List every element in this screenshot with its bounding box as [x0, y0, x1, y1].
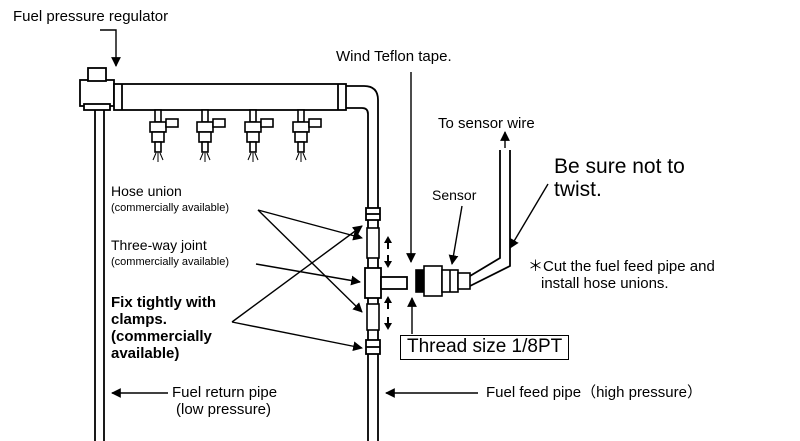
three-way-joint: [364, 267, 408, 299]
sensor-body: [415, 265, 471, 297]
label-sensor: Sensor: [432, 187, 477, 203]
label-clamps-line1: Fix tightly with: [111, 294, 216, 311]
label-twist-line2: twist.: [554, 178, 602, 201]
label-regulator: Fuel pressure regulator: [13, 8, 169, 25]
fuel-injector: [196, 109, 226, 162]
label-twist-line1: Be sure not to: [554, 155, 685, 178]
label-return-line1: Fuel return pipe: [172, 384, 278, 401]
hose-union-lower: [365, 339, 381, 355]
fuel-injector: [292, 109, 322, 162]
label-feed: Fuel feed pipe（high pressure）: [486, 384, 702, 401]
hose-segment-lower: [366, 303, 380, 331]
label-hose-union-note: (commercially available): [111, 202, 229, 214]
hose-segment-upper: [366, 227, 380, 259]
leader-lines: [100, 29, 549, 398]
sensor-wire: [469, 150, 511, 287]
fuel-rail: [113, 83, 347, 111]
label-three-way: Three-way joint: [111, 237, 207, 253]
clamp-arrows: [384, 236, 392, 330]
fuel-return-pipe: [94, 108, 105, 441]
hose-union-upper: [365, 207, 381, 221]
label-clamps-line4: available): [111, 345, 180, 362]
label-return-line2: (low pressure): [176, 401, 272, 418]
fuel-feed-pipe: [346, 85, 379, 441]
label-cut-line1: ＊Cut the fuel feed pipe and: [528, 258, 715, 275]
pressure-regulator: [79, 67, 115, 111]
injector-group: [149, 109, 322, 162]
label-teflon: Wind Teflon tape.: [336, 48, 452, 65]
fuel-injector: [244, 109, 274, 162]
label-clamps-line3: (commercially: [111, 328, 212, 345]
fuel-injector: [149, 109, 179, 162]
label-hose-union: Hose union: [111, 183, 182, 199]
label-cut-line2: install hose unions.: [541, 275, 669, 292]
label-clamps-line2: clamps.: [111, 311, 167, 328]
label-sensor-wire: To sensor wire: [438, 115, 535, 132]
label-thread-size: Thread size 1/8PT: [400, 335, 570, 360]
label-three-way-note: (commercially available): [111, 256, 229, 268]
